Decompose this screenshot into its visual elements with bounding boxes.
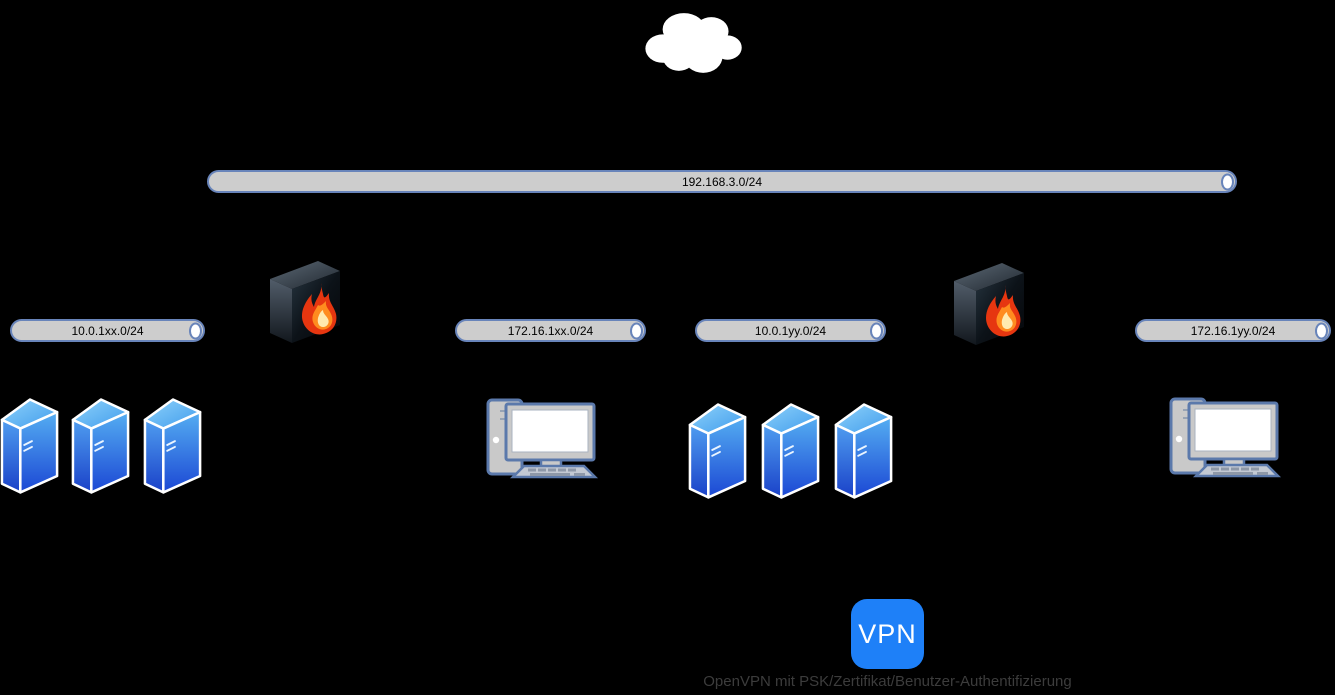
backbone-segment-label: 192.168.3.0/24 xyxy=(681,174,763,189)
server-icon xyxy=(761,398,821,502)
server-icon xyxy=(0,393,60,497)
network-segment: 10.0.1xx.0/24 xyxy=(10,319,205,342)
workstation-icon xyxy=(484,394,600,482)
network-segment-label: 172.16.1yy.0/24 xyxy=(1190,323,1276,338)
workstation-icon xyxy=(1167,393,1283,481)
segment-end-cap xyxy=(1221,173,1234,190)
vpn-caption: OpenVPN mit PSK/Zertifikat/Benutzer-Auth… xyxy=(703,673,1072,690)
segment-end-cap xyxy=(630,322,643,339)
server-icon xyxy=(143,393,203,497)
network-segment-label: 10.0.1yy.0/24 xyxy=(754,323,827,338)
firewall-icon xyxy=(951,259,1029,347)
segment-end-cap xyxy=(870,322,883,339)
network-segment: 10.0.1yy.0/24 xyxy=(695,319,886,342)
backbone-segment: 192.168.3.0/24 xyxy=(207,170,1237,193)
vpn-icon: VPN xyxy=(851,599,924,669)
segment-end-cap xyxy=(189,322,202,339)
network-segment: 172.16.1yy.0/24 xyxy=(1135,319,1331,342)
network-segment-label: 172.16.1xx.0/24 xyxy=(507,323,594,338)
server-icon xyxy=(71,393,131,497)
firewall-icon xyxy=(267,257,345,345)
network-segment-label: 10.0.1xx.0/24 xyxy=(71,323,144,338)
internet-cloud-icon xyxy=(633,6,745,79)
vpn-badge-label: VPN xyxy=(858,618,917,649)
server-icon xyxy=(834,398,894,502)
server-icon xyxy=(688,398,748,502)
network-segment: 172.16.1xx.0/24 xyxy=(455,319,646,342)
segment-end-cap xyxy=(1315,322,1328,339)
